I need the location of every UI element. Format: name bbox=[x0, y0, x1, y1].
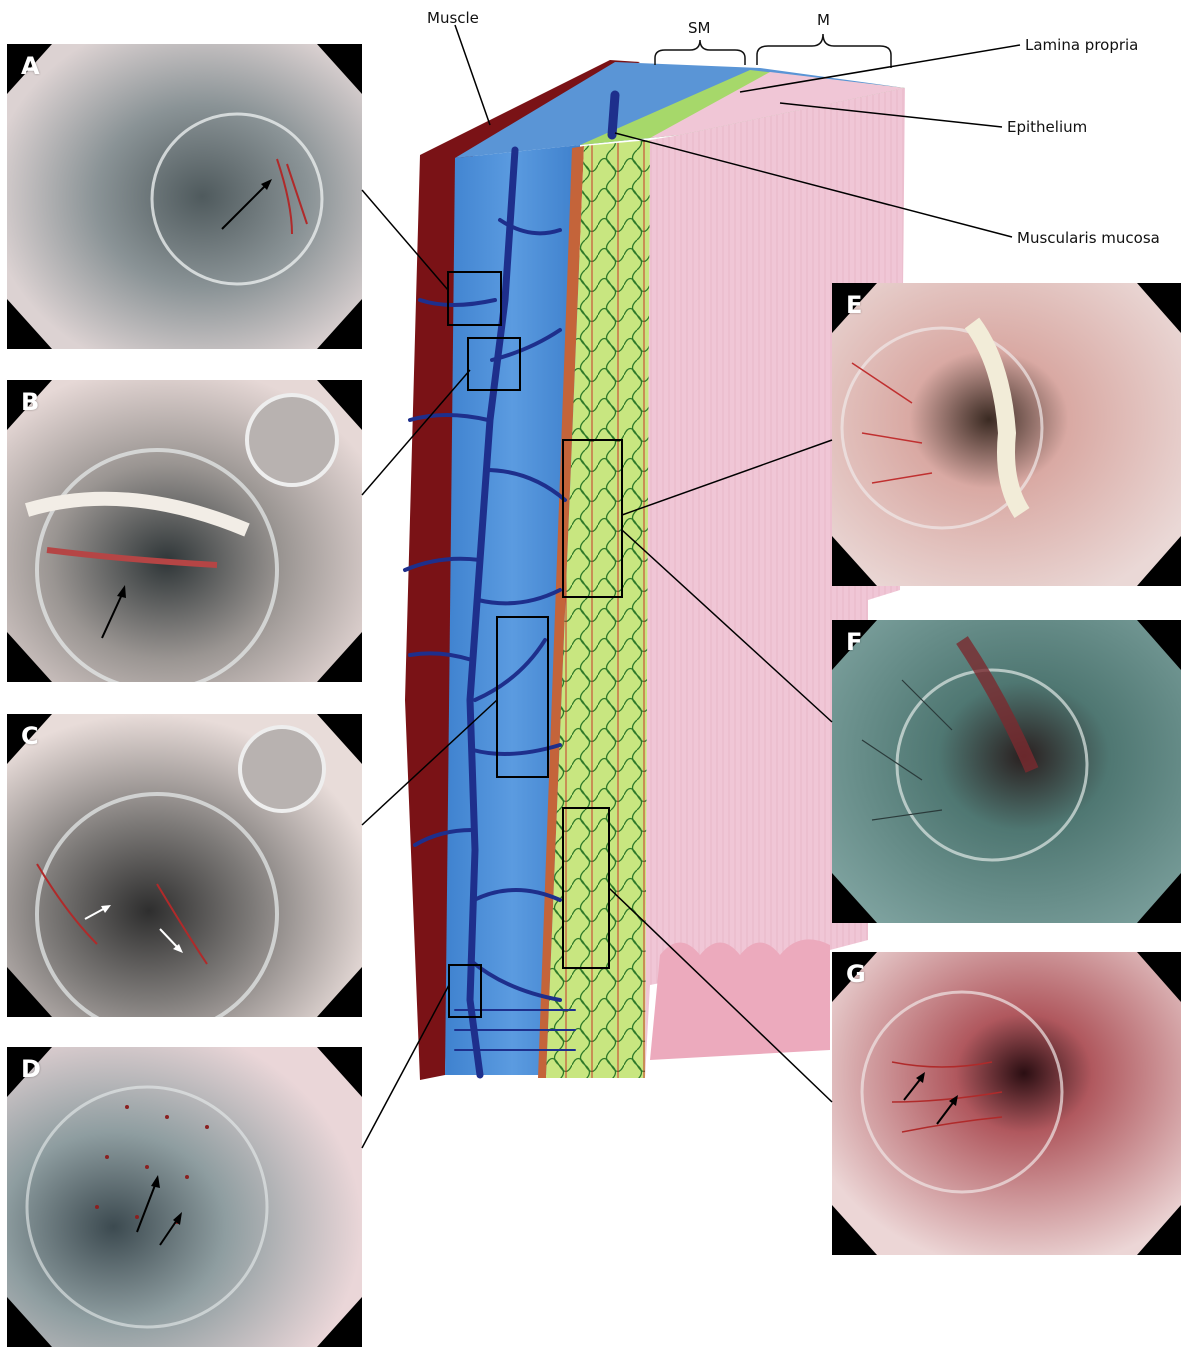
panel-letter-d: D bbox=[21, 1055, 41, 1083]
panel-letter-b: B bbox=[21, 388, 39, 416]
endoscopic-image-d bbox=[7, 1047, 362, 1347]
panel-letter-c: C bbox=[21, 722, 39, 750]
endoscopic-image-b bbox=[7, 380, 362, 682]
panel-letter-f: F bbox=[846, 628, 862, 656]
panel-letter-g: G bbox=[846, 960, 866, 988]
panel-e: E bbox=[832, 283, 1181, 586]
endoscopic-image-e bbox=[832, 283, 1181, 586]
endoscopic-image-f bbox=[832, 620, 1181, 923]
endoscopic-image-c bbox=[7, 714, 362, 1017]
panel-letter-e: E bbox=[846, 291, 862, 319]
panel-c: C bbox=[7, 714, 362, 1017]
label-lamina-propria: Lamina propria bbox=[1025, 36, 1138, 54]
label-muscularis-mucosa: Muscularis mucosa bbox=[1017, 229, 1160, 247]
panel-a: A bbox=[7, 44, 362, 349]
label-sm: SM bbox=[688, 19, 710, 37]
label-epithelium: Epithelium bbox=[1007, 118, 1087, 136]
label-muscle: Muscle bbox=[427, 9, 479, 27]
panel-b: B bbox=[7, 380, 362, 682]
label-m: M bbox=[817, 11, 830, 29]
panel-g: G bbox=[832, 952, 1181, 1255]
panel-f: F bbox=[832, 620, 1181, 923]
panel-letter-a: A bbox=[21, 52, 40, 80]
endoscopic-image-g bbox=[832, 952, 1181, 1255]
layer-braces bbox=[655, 34, 891, 68]
endoscopic-image-a bbox=[7, 44, 362, 349]
panel-d: D bbox=[7, 1047, 362, 1347]
